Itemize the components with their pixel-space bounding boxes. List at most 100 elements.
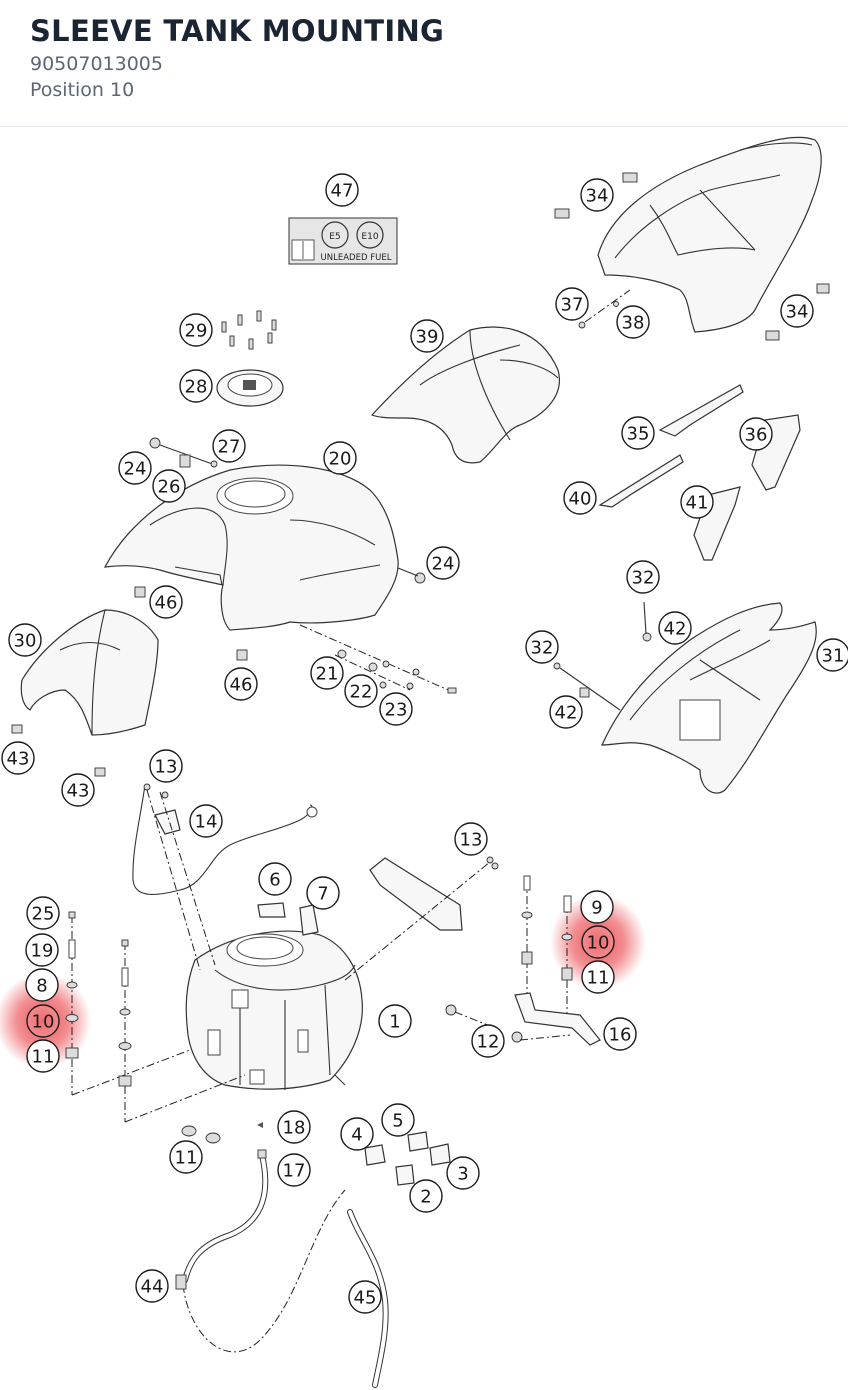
callout-circle[interactable] <box>26 1039 60 1073</box>
callout-circle[interactable] <box>8 623 42 657</box>
callout-11[interactable]: 11 <box>581 960 615 994</box>
callout-6[interactable]: 6 <box>258 862 292 896</box>
callout-circle[interactable] <box>816 638 848 672</box>
callout-circle[interactable] <box>446 1156 480 1190</box>
callout-7[interactable]: 7 <box>306 876 340 910</box>
callout-32[interactable]: 32 <box>626 560 660 594</box>
callout-circle[interactable] <box>152 469 186 503</box>
callout-circle[interactable] <box>379 692 413 726</box>
callout-31[interactable]: 31 <box>816 638 848 672</box>
callout-circle[interactable] <box>25 968 59 1002</box>
callout-34[interactable]: 34 <box>780 294 814 328</box>
callout-13[interactable]: 13 <box>149 749 183 783</box>
callout-47[interactable]: 47 <box>325 173 359 207</box>
callout-43[interactable]: 43 <box>1 741 35 775</box>
callout-circle[interactable] <box>549 695 583 729</box>
callout-circle[interactable] <box>26 1004 60 1038</box>
callout-29[interactable]: 29 <box>179 313 213 347</box>
callout-34[interactable]: 34 <box>580 178 614 212</box>
callout-36[interactable]: 36 <box>739 417 773 451</box>
callout-circle[interactable] <box>658 611 692 645</box>
callout-19[interactable]: 19 <box>25 933 59 967</box>
callout-24[interactable]: 24 <box>118 451 152 485</box>
callout-8[interactable]: 8 <box>25 968 59 1002</box>
callout-circle[interactable] <box>626 560 660 594</box>
callout-circle[interactable] <box>135 1269 169 1303</box>
callout-circle[interactable] <box>323 441 357 475</box>
callout-circle[interactable] <box>25 933 59 967</box>
callout-41[interactable]: 41 <box>680 485 714 519</box>
callout-40[interactable]: 40 <box>563 481 597 515</box>
callout-42[interactable]: 42 <box>549 695 583 729</box>
callout-circle[interactable] <box>348 1280 382 1314</box>
callout-circle[interactable] <box>580 178 614 212</box>
callout-18[interactable]: 18 <box>277 1110 311 1144</box>
callout-circle[interactable] <box>149 749 183 783</box>
callout-circle[interactable] <box>525 630 559 664</box>
callout-23[interactable]: 23 <box>379 692 413 726</box>
callout-circle[interactable] <box>224 667 258 701</box>
callout-25[interactable]: 25 <box>26 896 60 930</box>
callout-5[interactable]: 5 <box>381 1103 415 1137</box>
callout-circle[interactable] <box>381 1103 415 1137</box>
callout-12[interactable]: 12 <box>471 1024 505 1058</box>
callout-circle[interactable] <box>409 1179 443 1213</box>
callout-circle[interactable] <box>378 1004 412 1038</box>
callout-37[interactable]: 37 <box>555 287 589 321</box>
callout-43[interactable]: 43 <box>61 773 95 807</box>
callout-circle[interactable] <box>277 1153 311 1187</box>
callout-45[interactable]: 45 <box>348 1280 382 1314</box>
callout-13[interactable]: 13 <box>454 822 488 856</box>
callout-circle[interactable] <box>344 674 378 708</box>
callout-circle[interactable] <box>169 1140 203 1174</box>
callout-35[interactable]: 35 <box>621 416 655 450</box>
callout-circle[interactable] <box>780 294 814 328</box>
callout-circle[interactable] <box>563 481 597 515</box>
callout-38[interactable]: 38 <box>616 305 650 339</box>
callout-24[interactable]: 24 <box>426 546 460 580</box>
callout-9[interactable]: 9 <box>580 890 614 924</box>
callout-circle[interactable] <box>739 417 773 451</box>
callout-10-highlighted[interactable]: 10 <box>26 1004 60 1038</box>
callout-circle[interactable] <box>680 485 714 519</box>
callout-1[interactable]: 1 <box>378 1004 412 1038</box>
callout-14[interactable]: 14 <box>189 804 223 838</box>
callout-32[interactable]: 32 <box>525 630 559 664</box>
callout-circle[interactable] <box>212 429 246 463</box>
callout-circle[interactable] <box>555 287 589 321</box>
callout-26[interactable]: 26 <box>152 469 186 503</box>
callout-circle[interactable] <box>179 313 213 347</box>
callout-27[interactable]: 27 <box>212 429 246 463</box>
callout-17[interactable]: 17 <box>277 1153 311 1187</box>
callout-circle[interactable] <box>306 876 340 910</box>
callout-3[interactable]: 3 <box>446 1156 480 1190</box>
callout-20[interactable]: 20 <box>323 441 357 475</box>
callout-11[interactable]: 11 <box>169 1140 203 1174</box>
callout-circle[interactable] <box>325 173 359 207</box>
callout-46[interactable]: 46 <box>149 585 183 619</box>
callout-10-highlighted[interactable]: 10 <box>581 925 615 959</box>
callout-circle[interactable] <box>410 319 444 353</box>
callout-circle[interactable] <box>580 890 614 924</box>
callout-circle[interactable] <box>603 1017 637 1051</box>
callout-circle[interactable] <box>581 925 615 959</box>
callout-circle[interactable] <box>454 822 488 856</box>
callout-11[interactable]: 11 <box>26 1039 60 1073</box>
callout-16[interactable]: 16 <box>603 1017 637 1051</box>
callout-circle[interactable] <box>179 369 213 403</box>
callout-30[interactable]: 30 <box>8 623 42 657</box>
callout-39[interactable]: 39 <box>410 319 444 353</box>
callout-circle[interactable] <box>340 1117 374 1151</box>
callout-circle[interactable] <box>621 416 655 450</box>
callout-21[interactable]: 21 <box>310 656 344 690</box>
callout-circle[interactable] <box>1 741 35 775</box>
callout-44[interactable]: 44 <box>135 1269 169 1303</box>
callout-22[interactable]: 22 <box>344 674 378 708</box>
callout-circle[interactable] <box>149 585 183 619</box>
callout-circle[interactable] <box>26 896 60 930</box>
callout-circle[interactable] <box>118 451 152 485</box>
callout-42[interactable]: 42 <box>658 611 692 645</box>
callout-46[interactable]: 46 <box>224 667 258 701</box>
callout-circle[interactable] <box>616 305 650 339</box>
callout-4[interactable]: 4 <box>340 1117 374 1151</box>
